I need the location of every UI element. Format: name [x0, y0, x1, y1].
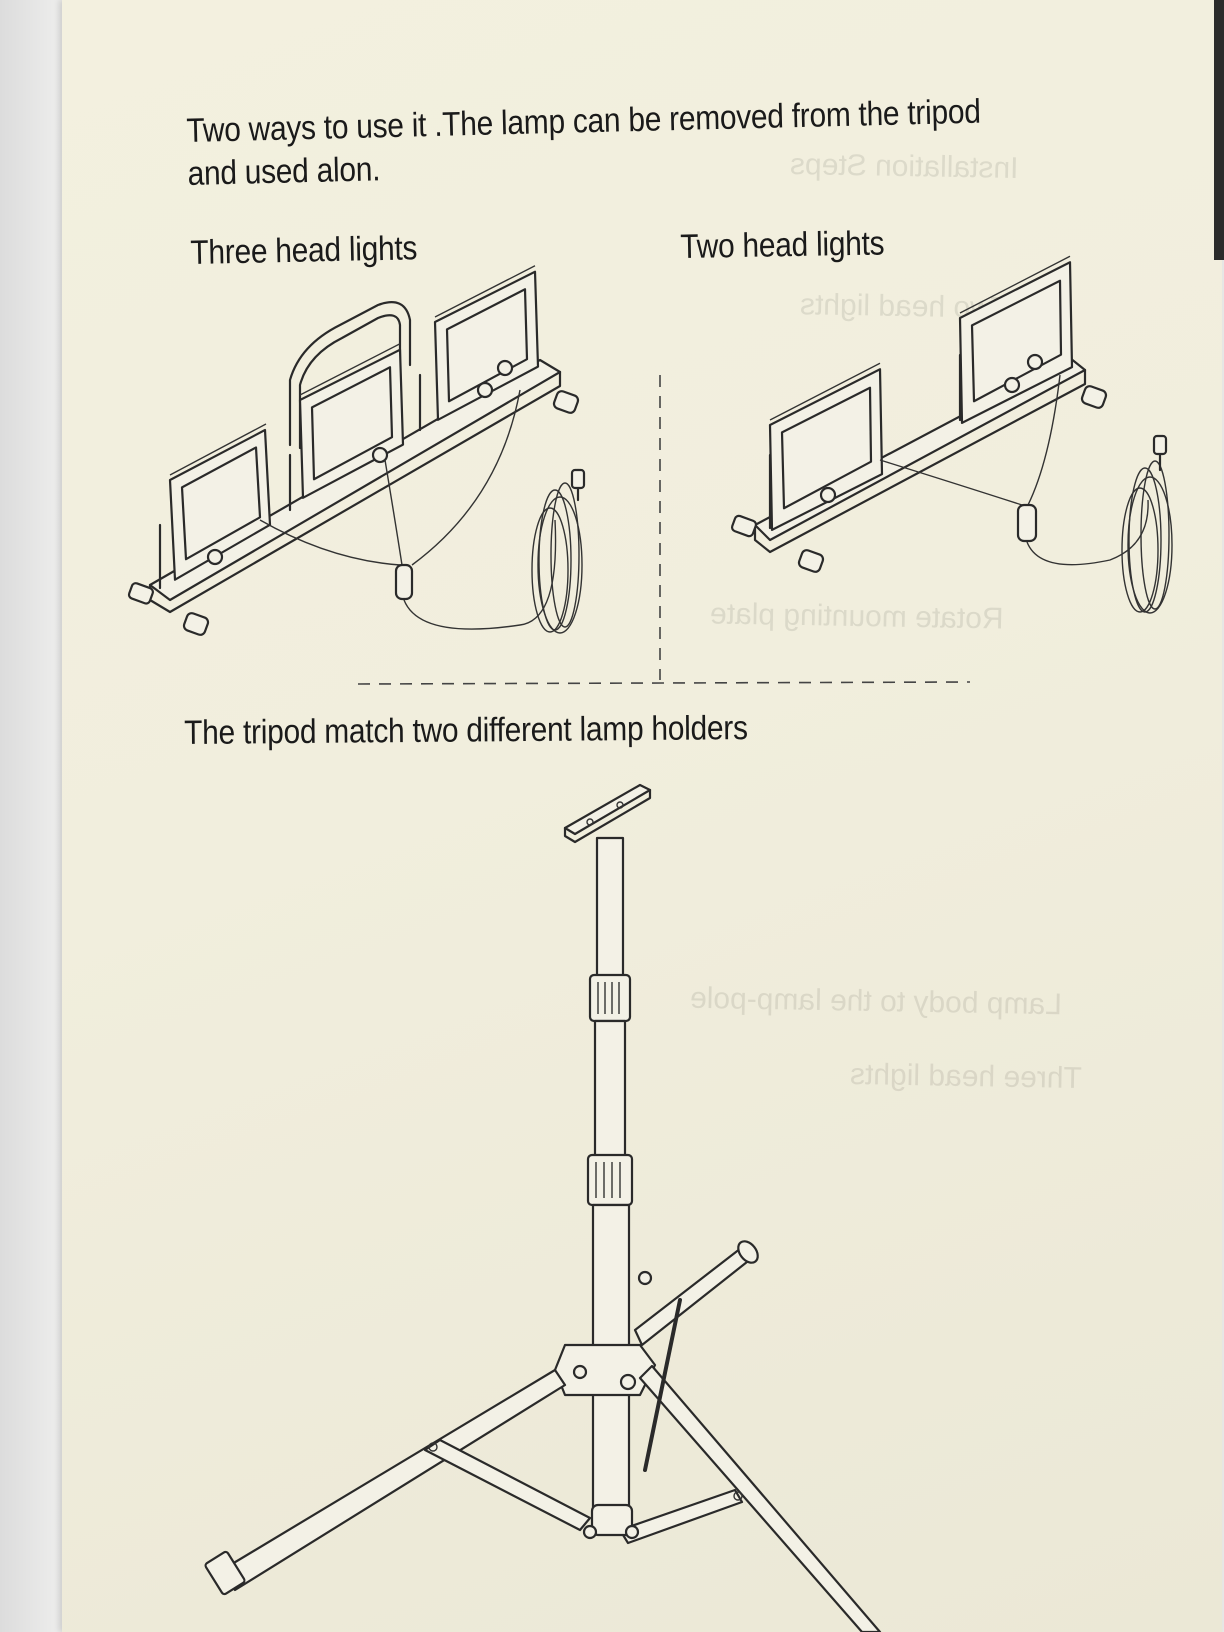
three-head-lights-drawing — [127, 265, 586, 636]
desk-edge — [1214, 0, 1224, 260]
two-head-lights-drawing — [730, 255, 1173, 614]
separator-horizontal — [357, 681, 971, 685]
tripod-drawing — [204, 783, 882, 1632]
